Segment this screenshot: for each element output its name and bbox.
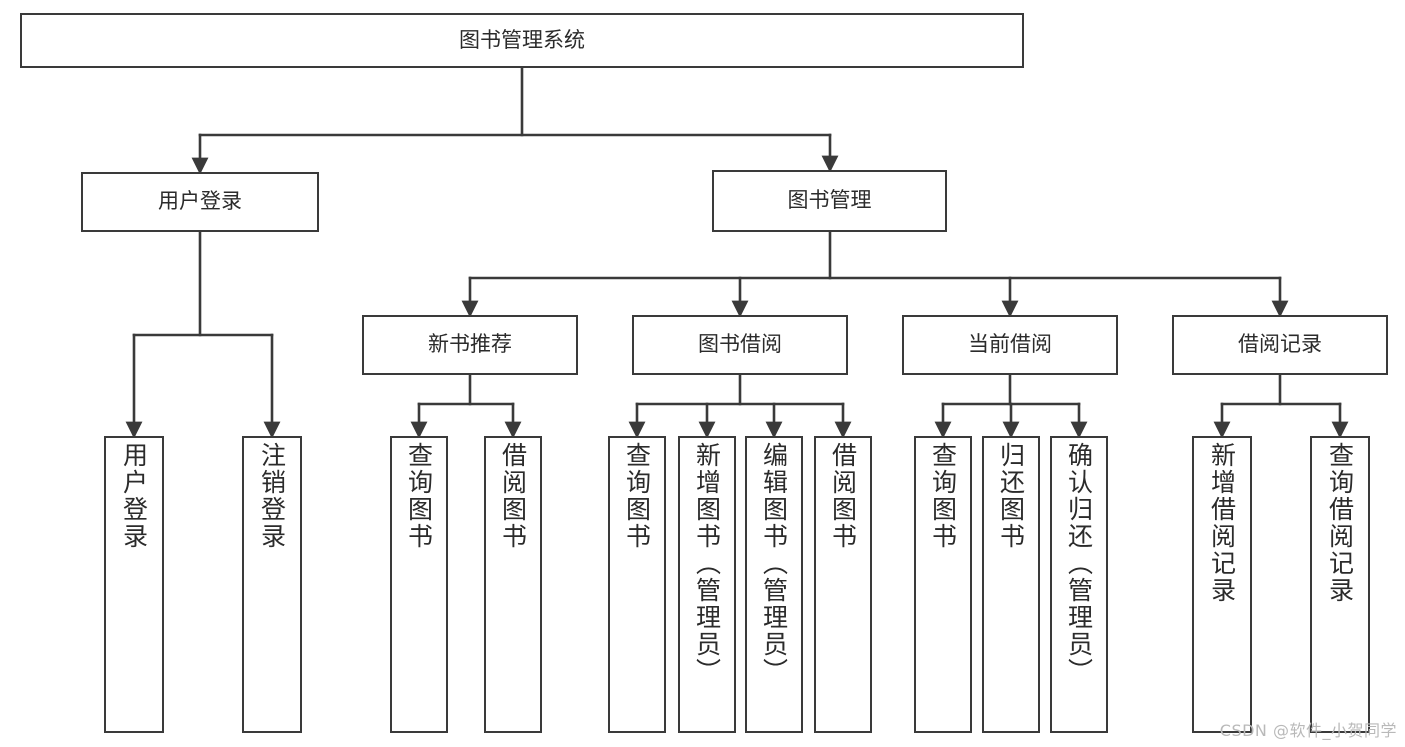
- node-book-manage[interactable]: 图书管理: [712, 170, 947, 232]
- node-leaf-user-logout-label: 注销登录: [257, 442, 287, 550]
- node-leaf-cur-return-label: 归还图书: [996, 442, 1026, 550]
- node-leaf-rec-query2-label: 查询借阅记录: [1325, 442, 1355, 604]
- node-leaf-borrow-add-label: 新增图书（管理员）: [692, 442, 722, 685]
- node-leaf-borrow-lend[interactable]: 借阅图书: [814, 436, 872, 733]
- node-book-borrow[interactable]: 图书借阅: [632, 315, 848, 375]
- node-user-login[interactable]: 用户登录: [81, 172, 319, 232]
- node-leaf-rec-add-label: 新增借阅记录: [1207, 442, 1237, 604]
- node-leaf-rec-borrow[interactable]: 借阅图书: [484, 436, 542, 733]
- node-new-book-rec-label: 新书推荐: [428, 332, 512, 357]
- node-leaf-borrow-query[interactable]: 查询图书: [608, 436, 666, 733]
- node-leaf-user-login[interactable]: 用户登录: [104, 436, 164, 733]
- node-new-book-rec[interactable]: 新书推荐: [362, 315, 578, 375]
- node-borrow-record[interactable]: 借阅记录: [1172, 315, 1388, 375]
- node-user-login-label: 用户登录: [158, 189, 242, 214]
- node-leaf-borrow-edit[interactable]: 编辑图书（管理员）: [745, 436, 803, 733]
- node-leaf-cur-query[interactable]: 查询图书: [914, 436, 972, 733]
- node-leaf-borrow-lend-label: 借阅图书: [828, 442, 858, 550]
- node-leaf-user-logout[interactable]: 注销登录: [242, 436, 302, 733]
- node-root-label: 图书管理系统: [459, 27, 585, 52]
- node-leaf-rec-borrow-label: 借阅图书: [498, 442, 528, 550]
- node-book-manage-label: 图书管理: [787, 188, 872, 213]
- node-borrow-record-label: 借阅记录: [1238, 332, 1322, 357]
- node-book-borrow-label: 图书借阅: [698, 332, 782, 357]
- node-leaf-cur-return[interactable]: 归还图书: [982, 436, 1040, 733]
- node-leaf-borrow-add[interactable]: 新增图书（管理员）: [678, 436, 736, 733]
- node-leaf-borrow-query-label: 查询图书: [622, 442, 652, 550]
- node-leaf-user-login-label: 用户登录: [119, 442, 149, 550]
- node-leaf-cur-confirm-label: 确认归还（管理员）: [1064, 442, 1094, 685]
- node-leaf-rec-add[interactable]: 新增借阅记录: [1192, 436, 1252, 733]
- node-leaf-rec-query[interactable]: 查询图书: [390, 436, 448, 733]
- node-leaf-rec-query2[interactable]: 查询借阅记录: [1310, 436, 1370, 733]
- node-leaf-borrow-edit-label: 编辑图书（管理员）: [759, 442, 789, 685]
- node-leaf-cur-confirm[interactable]: 确认归还（管理员）: [1050, 436, 1108, 733]
- node-current-borrow-label: 当前借阅: [968, 332, 1052, 357]
- node-current-borrow[interactable]: 当前借阅: [902, 315, 1118, 375]
- node-leaf-rec-query-label: 查询图书: [404, 442, 434, 550]
- node-leaf-cur-query-label: 查询图书: [928, 442, 958, 550]
- node-root[interactable]: 图书管理系统: [20, 13, 1024, 68]
- csdn-watermark: CSDN @软件_小贺同学: [1219, 721, 1397, 740]
